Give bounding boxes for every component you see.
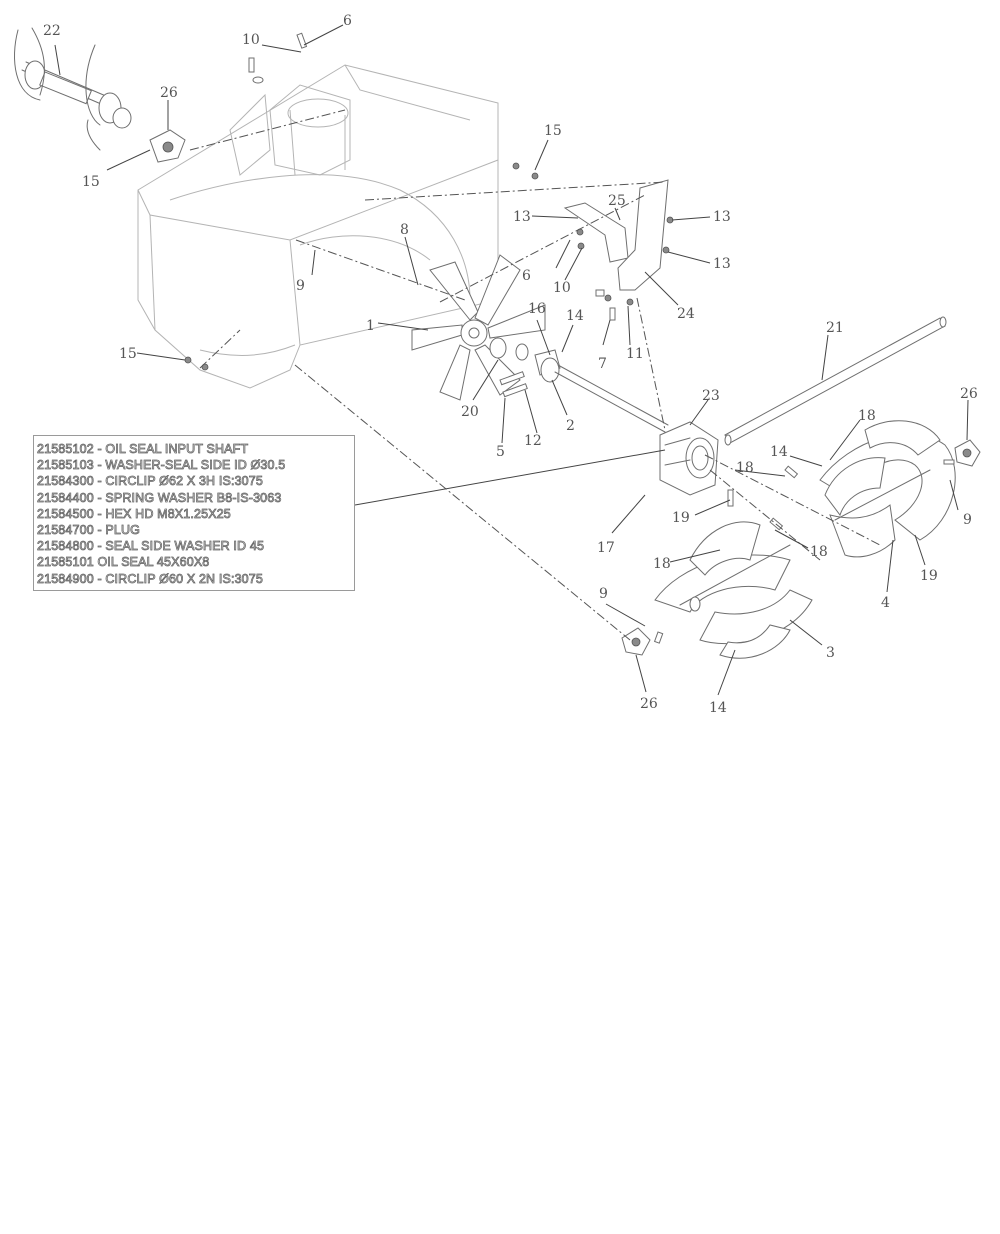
callout-10: 10	[242, 32, 260, 48]
callout-25: 25	[608, 193, 626, 209]
callout-3: 3	[826, 645, 835, 661]
leader-lines	[54, 24, 969, 696]
callout-18: 18	[736, 460, 754, 476]
callout-9: 9	[296, 278, 305, 294]
callout-26: 26	[640, 696, 658, 712]
part-22-driveshaft	[13, 27, 132, 151]
callout-8: 8	[400, 222, 409, 238]
callout-13: 13	[513, 209, 531, 225]
part-24-plate	[576, 179, 674, 321]
gearbox-parts-legend: 21585102 - OIL SEAL INPUT SHAFT 21585103…	[33, 435, 355, 591]
callout-22: 22	[43, 23, 61, 39]
callout-5: 5	[496, 444, 505, 460]
legend-item: 21585103 - WASHER-SEAL SIDE ID Ø30.5	[37, 458, 286, 473]
legend-item: 21585102 - OIL SEAL INPUT SHAFT	[37, 442, 249, 457]
callout-2: 2	[566, 418, 575, 434]
callout-15: 15	[544, 123, 562, 139]
callout-18: 18	[653, 556, 671, 572]
callout-11: 11	[626, 346, 644, 362]
callout-19: 19	[672, 510, 690, 526]
part-26-bearing-bottom	[621, 627, 664, 656]
callout-16: 16	[528, 301, 546, 317]
callout-14: 14	[709, 700, 727, 716]
callout-23: 23	[702, 388, 720, 404]
callout-9: 9	[599, 586, 608, 602]
callout-24: 24	[677, 306, 695, 322]
callout-17: 17	[597, 540, 615, 556]
callout-1: 1	[366, 318, 375, 334]
part-25-bracket	[563, 202, 629, 263]
callout-6: 6	[343, 13, 352, 29]
callout-15: 15	[82, 174, 100, 190]
legend-item: 21584900 - CIRCLIP Ø60 X 2N IS:3075	[37, 571, 264, 586]
callout-12: 12	[524, 433, 542, 449]
callout-14: 14	[566, 308, 584, 324]
blower-housing	[137, 64, 499, 389]
part-21-auger-shaft	[724, 316, 947, 446]
legend-item: 21585101 OIL SEAL 45X60X8	[37, 555, 210, 570]
part-26-bearing-right	[943, 439, 981, 467]
callout-13: 13	[713, 256, 731, 272]
alignment-lines	[189, 109, 881, 641]
legend-item: 21584400 - SPRING WASHER B8-IS-3063	[37, 490, 282, 505]
callout-26: 26	[960, 386, 978, 402]
legend-item: 21584700 - PLUG	[37, 523, 141, 538]
legend-item: 21584500 - HEX HD M8X1.25X25	[37, 506, 232, 521]
part-4-right-auger	[769, 420, 956, 558]
callout-7: 7	[598, 356, 607, 372]
callout-15: 15	[119, 346, 137, 362]
callout-18: 18	[858, 408, 876, 424]
callout-6: 6	[522, 268, 531, 284]
part-3-left-auger	[654, 521, 813, 659]
callout-labels: 22 6 10 26 15 15 13 25 13 13 8 9 6 10 24…	[43, 13, 978, 716]
legend-list: 21585102 - OIL SEAL INPUT SHAFT 21585103…	[34, 436, 354, 587]
part-23-gearbox	[659, 421, 734, 507]
callout-14: 14	[770, 444, 788, 460]
legend-item: 21584300 - CIRCLIP Ø62 X 3H IS:3075	[37, 474, 264, 489]
callout-13: 13	[713, 209, 731, 225]
callout-26: 26	[160, 85, 178, 101]
callout-19: 19	[920, 568, 938, 584]
callout-18: 18	[810, 544, 828, 560]
callout-20: 20	[461, 404, 479, 420]
part-1-impeller	[411, 254, 546, 401]
impeller-shaft-parts	[489, 337, 669, 433]
part-26-bearing-flange-top	[149, 129, 186, 163]
callout-4: 4	[881, 595, 890, 611]
callout-10: 10	[553, 280, 571, 296]
legend-item: 21584800 - SEAL SIDE WASHER ID 45	[37, 539, 265, 554]
callout-21: 21	[826, 320, 844, 336]
callout-9: 9	[963, 512, 972, 528]
